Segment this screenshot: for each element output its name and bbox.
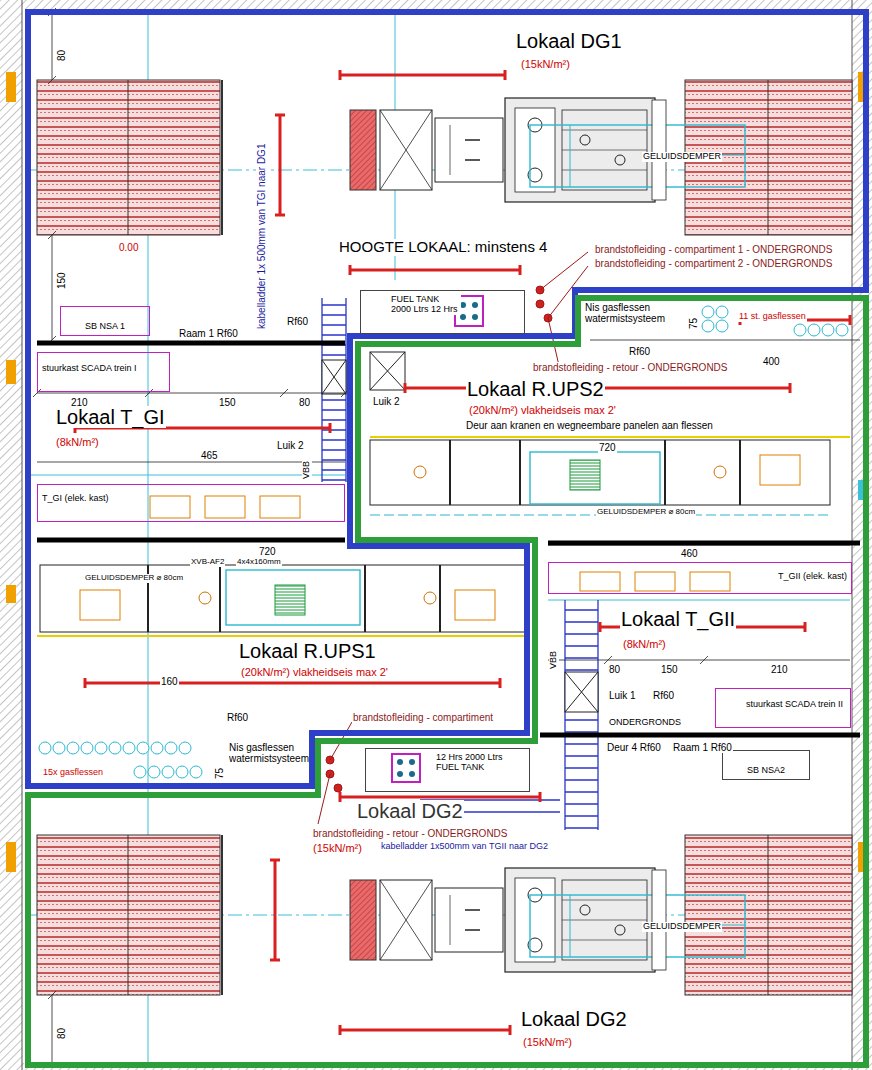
fuel-line-note: brandstofleiding - retour - ONDERGRONDS [312, 828, 509, 839]
dimension: 80 [298, 397, 311, 408]
dimension: 80 [56, 49, 67, 62]
plan-note: GELUIDSDEMPER ⌀ 80cm [84, 574, 184, 583]
plan-note: Rf60 [628, 346, 651, 357]
plan-note: Deur 4 Rf60 [606, 742, 662, 753]
load-note: (15kN/m²) [520, 58, 571, 70]
dimension: 460 [680, 548, 699, 559]
fuel-tank-box: FUEL TANK 2000 Ltrs 12 Hrs [360, 290, 525, 334]
box-text: FUEL TANK 2000 Ltrs 12 Hrs [391, 294, 461, 315]
electrical-cabinet-box: T_GII (elek. kast) [548, 562, 852, 594]
plan-note: VBB [302, 460, 312, 480]
room-name: Lokaal R.UPS2 [466, 378, 605, 400]
compartment-1 [28, 12, 866, 786]
room-name: Lokaal DG2 [356, 800, 464, 822]
dimension: 465 [200, 450, 219, 461]
load-note: (20kN/m²) vlakheidseis max 2' [240, 666, 389, 678]
plan-note: ONDERGRONDS [608, 718, 682, 728]
ups-equipment [37, 437, 850, 636]
box-text: SB NSA 1 [85, 321, 125, 331]
load-note: (15kN/m²) [312, 842, 363, 854]
box-text: T_GII (elek. kast) [778, 571, 847, 581]
compartment-2 [28, 298, 866, 1065]
box-text: 12 Hrs 2000 Ltrs FUEL TANK [436, 752, 506, 773]
room-name: Lokaal DG1 [515, 30, 623, 52]
plan-note: Luik 2 [372, 396, 401, 407]
walls [37, 343, 860, 735]
room-name: Lokaal T_GII [620, 608, 736, 630]
dimension: 400 [762, 356, 781, 367]
plan-note: 4x4x160mm [236, 558, 282, 567]
dimension: 150 [218, 397, 237, 408]
dimension: 160 [160, 676, 179, 687]
dimension: 210 [770, 664, 789, 675]
load-note: (8kN/m²) [622, 638, 667, 650]
dimension: 75 [214, 767, 225, 780]
plan-note: Nis gasflessen watermistsysteem [584, 302, 681, 324]
plan-note: Deur aan kranen en wegneembare panelen a… [465, 420, 714, 431]
control-cabinet-box: stuurkast SCADA trein II [715, 688, 851, 728]
dimension: 80 [56, 1027, 67, 1040]
load-note: 15x gasflessen [42, 768, 104, 778]
room-name: Lokaal DG2 [520, 1008, 628, 1030]
cable-tray-note: kabelladder 1x500mm van TGII naar DG2 [380, 842, 549, 852]
box-text: stuurkast SCADA trein I [42, 363, 137, 373]
room-name: Lokaal R.UPS1 [238, 640, 377, 662]
dimension: 150 [660, 664, 679, 675]
plan-note: GELUIDSDEMPER [642, 922, 722, 932]
fuel-line-note: brandstofleiding - compartiment 1 - ONDE… [594, 244, 833, 255]
plan-note: VBB [549, 650, 559, 670]
fuel-tank-box: 12 Hrs 2000 Ltrs FUEL TANK [365, 748, 530, 792]
plan-note: HOOGTE LOKAAL: minstens 4 [338, 239, 548, 256]
switchboard-box: SB NSA2 [722, 750, 810, 780]
load-note: (8kN/m²) [55, 436, 100, 448]
plan-note: Raam 1 Rf60 [178, 328, 239, 339]
electrical-cabinet-box: T_GI (elek. kast) [37, 484, 345, 522]
dimension: 720 [598, 442, 617, 453]
box-text: T_GI (elek. kast) [42, 493, 109, 503]
room-name: Lokaal T_GI [55, 406, 166, 428]
fuel-line-note: brandstofleiding - compartiment [352, 712, 494, 723]
switchboard-box: SB NSA 1 [60, 306, 150, 336]
box-text: stuurkast SCADA trein II [746, 699, 843, 709]
plan-note: Rf60 [652, 690, 675, 701]
dimension: 80 [608, 664, 621, 675]
box-text: SB NSA2 [747, 765, 785, 775]
dimension: 150 [56, 271, 67, 290]
cable-tray-note: kabelladder 1x 500mm van TGI naar DG1 [256, 143, 267, 330]
load-note: (20kN/m²) vlakheidseis max 2' [468, 404, 617, 416]
plan-note: Nis gasflessen watermistsysteem [228, 742, 308, 764]
control-cabinet-box: stuurkast SCADA trein I [37, 352, 170, 392]
load-note: (15kN/m²) [522, 1036, 573, 1048]
fuel-line-note: brandstofleiding - retour - ONDERGRONDS [532, 362, 729, 373]
generator-sets [350, 98, 745, 972]
dimension: 720 [258, 546, 277, 557]
load-note: 11 st. gasflessen [738, 312, 807, 322]
plan-note: Raam 1 Rf60 [672, 742, 733, 753]
fuel-line-note: brandstofleiding - compartiment 2 - ONDE… [594, 258, 833, 269]
plan-note: Rf60 [286, 316, 309, 327]
plan-note: GELUIDSDEMPER [642, 152, 722, 162]
load-beams [75, 70, 850, 1035]
dimension-lines [33, 8, 860, 1062]
plan-note: Luik 1 [608, 690, 637, 701]
dimension: 0.00 [118, 242, 139, 253]
plan-note: Luik 2 [276, 440, 305, 451]
plan-note: Rf60 [226, 712, 249, 723]
plan-note: XVB-AF2 [190, 558, 225, 567]
dimension: 75 [688, 317, 699, 330]
plan-note: GELUIDSDEMPER ⌀ 80cm [596, 508, 696, 517]
